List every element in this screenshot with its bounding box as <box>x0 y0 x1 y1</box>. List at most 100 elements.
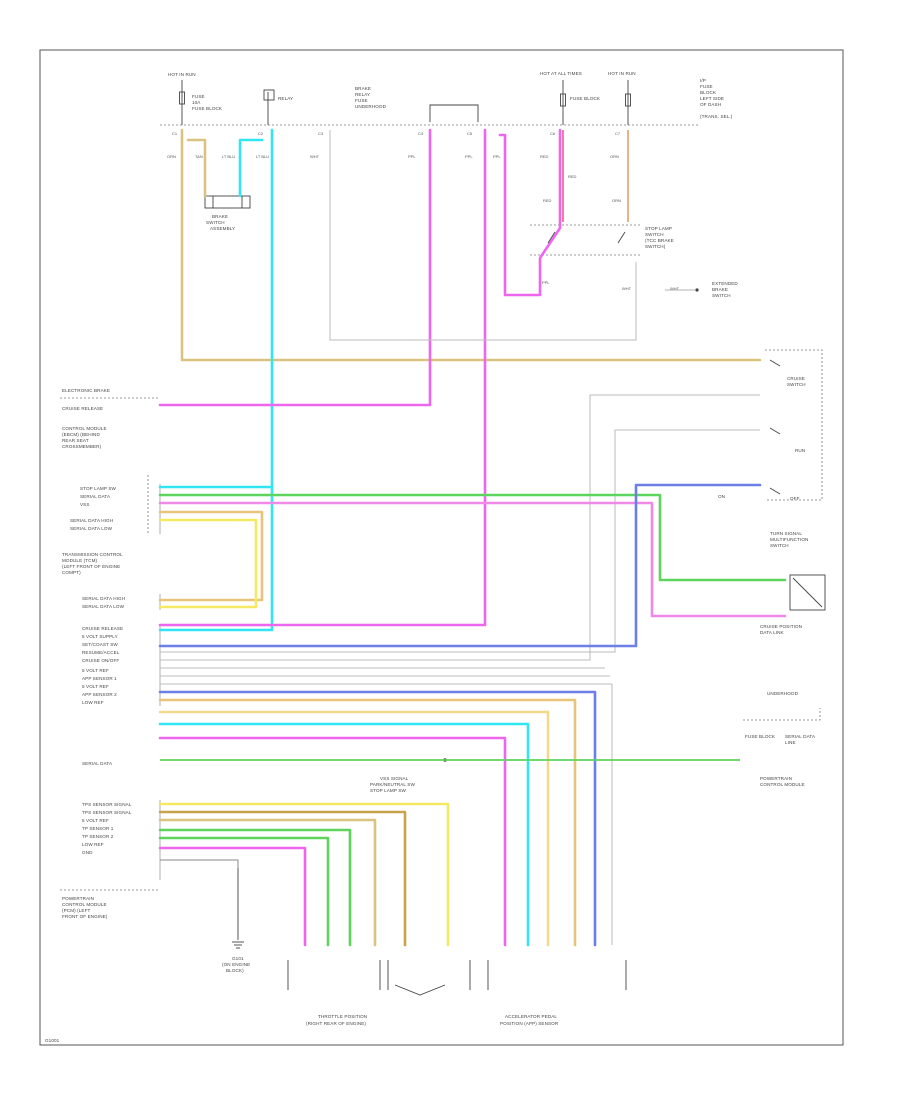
wire-green-tps2 <box>158 836 330 947</box>
wire-green-tps1 <box>158 828 352 947</box>
wire-cyan-main <box>158 128 274 632</box>
wire-tag-1: ORN <box>167 154 176 159</box>
top-b-d: UNDERHOOD <box>355 104 387 109</box>
tcm-d: COMPT) <box>62 570 81 575</box>
footer-label: G1001 <box>45 1038 60 1043</box>
turn-c: SWITCH <box>770 543 789 548</box>
wire-blue-turn <box>158 483 762 648</box>
note-a: VSS SIGNAL <box>380 776 409 781</box>
fuse-icon-1 <box>179 80 185 125</box>
ground-c: BLOCK) <box>226 968 244 973</box>
fuse-icon-2 <box>560 80 566 125</box>
ebcm-pin-2: VSS <box>80 502 90 507</box>
wire-tag-7: PPL <box>465 154 473 159</box>
wire-green-serial <box>158 493 787 582</box>
throttle-a: THROTTLE POSITION <box>318 1014 367 1019</box>
ground-b: (ON ENGINE <box>222 962 250 967</box>
wire-tan-main <box>180 128 762 362</box>
top-b-b: RELAY <box>355 92 370 97</box>
ground-a: G101 <box>232 956 244 961</box>
top-b-c: FUSE <box>355 98 368 103</box>
conn-c3: C3 <box>318 131 324 136</box>
mid-pin-list: CRUISE RELEASE 5 VOLT SUPPLY SET/COAST S… <box>82 626 123 705</box>
conn-c5: C5 <box>467 131 473 136</box>
fuse-icon-3 <box>625 80 631 125</box>
stoplamp-c: (TCC BRAKE <box>645 238 674 243</box>
stop-lamp-switch-component <box>530 224 640 256</box>
cruise-b: SWITCH <box>787 382 806 387</box>
pcm-d-lbl: CONTROL MODULE <box>62 902 107 907</box>
data-a: SERIAL DATA <box>785 734 816 739</box>
top-right-f: (TRANS. SEL.) <box>700 114 733 119</box>
top-fuseblk: FUSE BLOCK <box>570 96 601 101</box>
wire-yellow-tcm-b <box>158 518 258 609</box>
data-link-label-1: CRUISE POSITION <box>760 624 802 629</box>
data-b: LINE <box>785 740 796 745</box>
conn-c7: C7 <box>615 131 621 136</box>
top-fuse-a: FUSE <box>192 94 205 99</box>
wire-gray-top <box>329 130 637 341</box>
mid-pin-7: 5 VOLT REF <box>82 684 109 689</box>
underhood-a: UNDERHOOD <box>767 691 799 696</box>
pcm-b: CONTROL MODULE <box>760 782 805 787</box>
top-right-c: BLOCK <box>700 90 717 95</box>
top-fuse-b: 10A <box>192 100 201 105</box>
turn-a: TURN SIGNAL <box>770 531 802 536</box>
ebcm-pin-3: SERIAL DATA HIGH <box>70 518 113 523</box>
wire-tag-3: LT BLU <box>222 154 235 159</box>
pcm-pin-3: TP SENSOR 1 <box>82 826 114 831</box>
top-right-a: I/P <box>700 78 706 83</box>
wire-blue-app <box>158 690 597 947</box>
ext-c: SWITCH <box>712 293 731 298</box>
data-link-label-2: DATA LINK <box>760 630 785 635</box>
diagram-border <box>39 49 844 1046</box>
wire-magenta-tps <box>158 846 307 947</box>
accel-a: ACCELERATOR PEDAL <box>505 1014 557 1019</box>
wire-cyan-brake <box>238 138 264 198</box>
wire-tan-tps <box>158 818 377 947</box>
pcm-pin-5: LOW REF <box>82 842 104 847</box>
ebcm-pin-4: SERIAL DATA LOW <box>70 526 113 531</box>
brake-switch-label3: ASSEMBLY <box>210 226 235 231</box>
stoplamp-b: SWITCH <box>645 232 664 237</box>
pcm-pin-1: TPS SENSOR SIGNAL <box>82 810 132 815</box>
brake-switch-label2: SWITCH <box>206 220 225 225</box>
top-right-b: FUSE <box>700 84 713 89</box>
top-fuse-c: FUSE BLOCK <box>192 106 223 111</box>
pcm-pin-6: GND <box>82 850 93 855</box>
pcm-pin-4: TP SENSOR 2 <box>82 834 114 839</box>
top-b-a: BRAKE <box>355 86 371 91</box>
pcm-a: POWERTRAIN <box>760 776 792 781</box>
wire-tag-12: RED <box>543 198 552 203</box>
top-hot-b: HOT IN RUN <box>608 71 636 76</box>
wire-gray-gnd <box>160 859 239 868</box>
wire-tag-15: WHT <box>622 286 632 291</box>
wire-tag-10: ORN <box>610 154 619 159</box>
mid-pin-0: CRUISE RELEASE <box>82 626 123 631</box>
ebcm-pin-list: STOP LAMP SW SERIAL DATA VSS SERIAL DATA… <box>70 486 116 531</box>
brake-switch-label: BRAKE <box>212 214 228 219</box>
wire-tag-2: TAN <box>195 154 203 159</box>
wire-cyan-app <box>158 722 530 947</box>
pcm-c-lbl: POWERTRAIN <box>62 896 94 901</box>
top-right-d: LEFT SIDE <box>700 96 724 101</box>
tcm-pin-1: SERIAL DATA LOW <box>82 604 125 609</box>
tcm-pin-0: SERIAL DATA HIGH <box>82 596 125 601</box>
ctrl-a: ELECTRONIC BRAKE <box>62 388 110 393</box>
ctrl-e: CROSSMEMBER) <box>62 444 102 449</box>
pcm-pin-list: TPS SENSOR SIGNAL TPS SENSOR SIGNAL 5 VO… <box>82 802 132 855</box>
ctrl-b: CONTROL MODULE <box>62 426 107 431</box>
wire-tag-4: LT BLU <box>256 154 269 159</box>
relay-bracket-icon <box>429 104 479 122</box>
pcm-e-lbl: (PCM) (LEFT <box>62 908 90 913</box>
wire-magenta-right <box>498 128 562 297</box>
wire-tag-9: RED <box>540 154 549 159</box>
top-hot-a: HOT AT ALL TIMES <box>540 71 582 76</box>
stoplamp-a: STOP LAMP <box>645 226 672 231</box>
conn-c2: C2 <box>258 131 264 136</box>
wire-tag-5: WHT <box>310 154 320 159</box>
tcm-c: (LEFT FRONT OF ENGINE <box>62 564 120 569</box>
wire-yellow-tps <box>158 802 450 947</box>
serial-data-lower: SERIAL DATA <box>82 761 113 766</box>
